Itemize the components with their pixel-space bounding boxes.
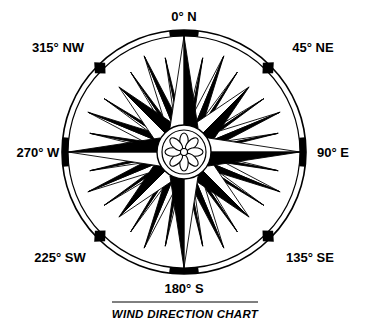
direction-label: 315° NW bbox=[32, 41, 84, 54]
outer-ring bbox=[62, 30, 306, 274]
ring-pointer bbox=[262, 230, 273, 241]
direction-label: 45° NE bbox=[292, 41, 333, 54]
direction-label: 180° S bbox=[164, 282, 203, 295]
direction-label: 90° E bbox=[317, 146, 349, 159]
direction-label: 270° W bbox=[17, 146, 60, 159]
direction-label: 225° SW bbox=[34, 251, 85, 264]
ring-pointer bbox=[94, 230, 105, 241]
inner-ring bbox=[68, 36, 300, 268]
ring-pointer bbox=[262, 62, 273, 73]
direction-label: 0° N bbox=[171, 10, 196, 23]
direction-label: 135° SE bbox=[286, 251, 334, 264]
center-disc bbox=[157, 125, 211, 179]
center-ring bbox=[162, 130, 206, 174]
ring-pointer bbox=[94, 62, 105, 73]
rosette-center bbox=[181, 149, 188, 156]
caption-rule bbox=[112, 302, 258, 303]
chart-caption: WIND DIRECTION CHART bbox=[112, 309, 258, 321]
